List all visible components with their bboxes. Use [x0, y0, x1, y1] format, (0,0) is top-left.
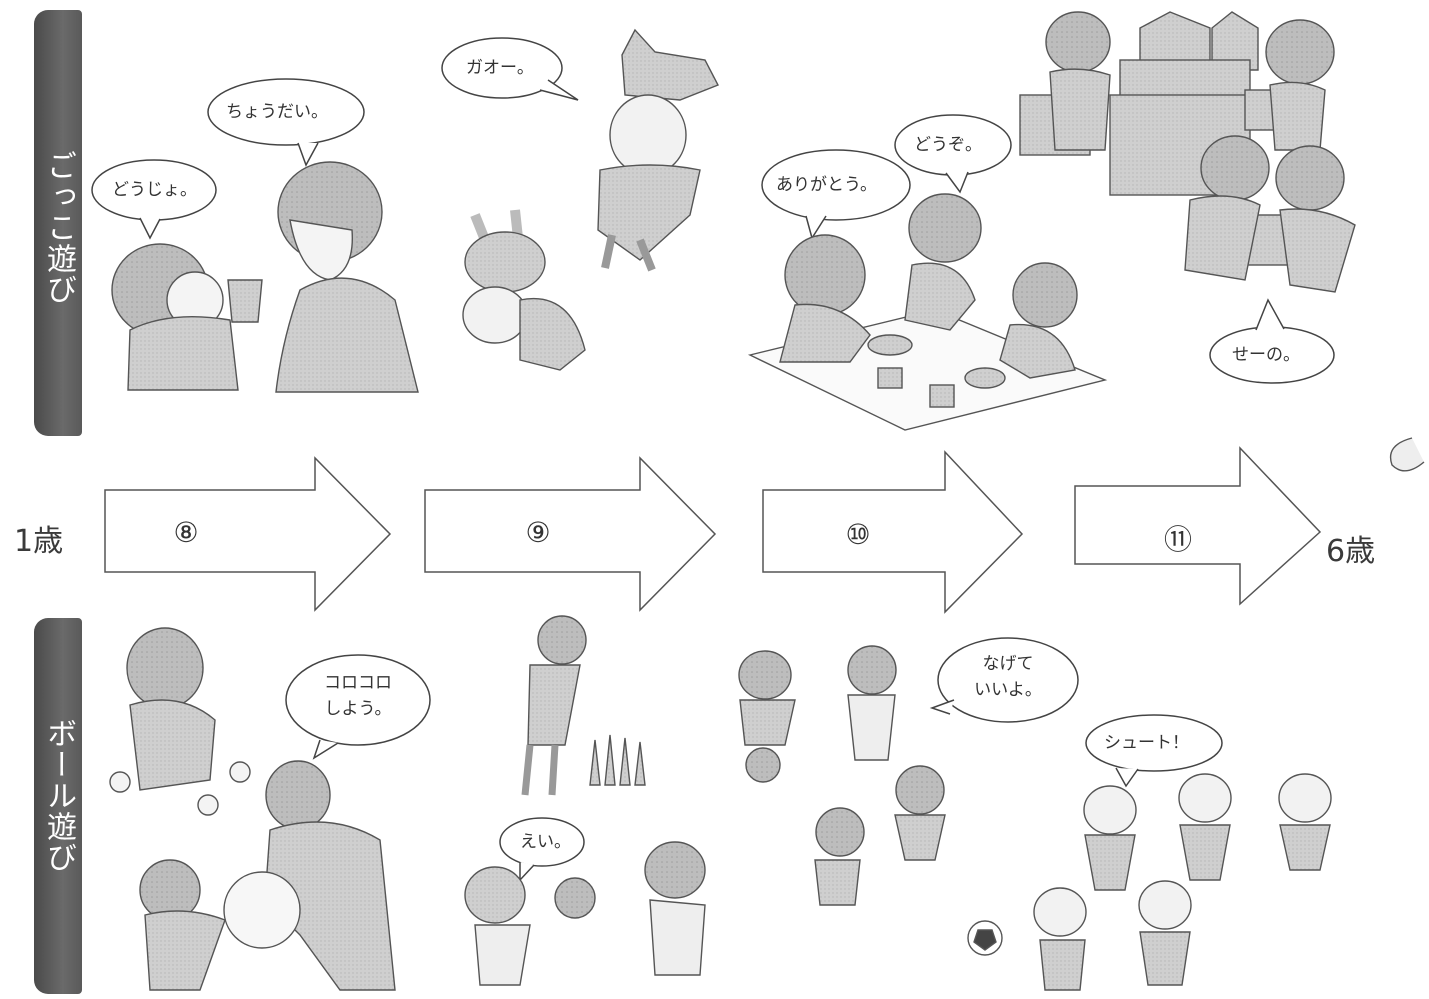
illustration-figures [109, 11, 1425, 991]
speech-nagete: なげて いいよ。 [968, 651, 1048, 703]
speech-korokoro-line2: しよう。 [324, 699, 392, 719]
speech-douzo: どうぞ。 [914, 135, 982, 155]
arrow-label-10: ⑩ [845, 518, 871, 551]
soccer-ball-icon [967, 920, 1003, 956]
teacher-figure [521, 615, 587, 796]
arrow-10 [762, 450, 1024, 614]
small-balls [109, 761, 251, 816]
speech-korokoro: コロコロ しよう。 [318, 670, 398, 722]
bunny-mask-child [462, 209, 586, 371]
arrow-label-11: ⑪ [1163, 523, 1192, 556]
ball-play-label: ボール遊び [41, 718, 76, 873]
arrow-11 [1074, 446, 1322, 606]
timeline-arrows [104, 446, 1322, 614]
bubble-choudai [207, 78, 365, 146]
toddler-figure [111, 243, 239, 391]
kids-tossing [738, 645, 946, 906]
arrow-9 [424, 456, 717, 612]
bubble-korokoro [285, 654, 431, 746]
adult-figure [275, 161, 419, 393]
bubble-gaoo [441, 37, 563, 99]
speech-bubbles [91, 37, 1335, 882]
cup-icon [227, 279, 263, 323]
speech-doujo: どうじょ。 [112, 180, 197, 200]
speech-nagete-line1: なげて [982, 654, 1034, 674]
girl-left [779, 234, 871, 363]
wolf-mask-child [597, 28, 719, 272]
bubble-doujo [91, 159, 217, 221]
toddler-reaching [139, 859, 226, 991]
bowling-pins [589, 734, 646, 786]
bubble-shuuto [1085, 714, 1223, 772]
soccer-kids [1033, 773, 1332, 991]
bubble-arigatou [761, 149, 911, 221]
ball-play-band: ボール遊び [34, 618, 82, 994]
speech-choudai: ちょうだい。 [226, 102, 328, 122]
adult-with-ball [223, 760, 396, 991]
block-kids [1045, 11, 1356, 293]
speech-ei: えい。 [520, 832, 571, 852]
crawling-baby [126, 627, 216, 791]
arrow-label-8: ⑧ [173, 516, 199, 549]
toy-cups [867, 334, 1006, 408]
bubble-nagete [937, 637, 1079, 723]
speech-gaoo: ガオー。 [466, 58, 534, 78]
speech-shuuto: シュート！ [1104, 733, 1189, 753]
speech-arigatou: ありがとう。 [776, 175, 877, 195]
arrow-label-9: ⑨ [525, 516, 551, 549]
bubble-seeno [1209, 326, 1335, 384]
boy-center [904, 193, 982, 331]
speech-seeno: せーの。 [1232, 345, 1300, 365]
pretend-play-label: ごっこ遊び [41, 150, 76, 305]
pretend-play-band: ごっこ遊び [34, 10, 82, 436]
age-start-label: 1歳 [14, 524, 64, 559]
speech-nagete-line2: いいよ。 [974, 680, 1042, 700]
speech-korokoro-line1: コロコロ [324, 673, 392, 693]
bubble-douzo [894, 114, 1012, 176]
girl-right [999, 262, 1078, 379]
two-kids-throwing [464, 841, 706, 986]
arrow-8 [104, 456, 392, 612]
swirl-mark [1389, 437, 1425, 472]
age-end-label: 6歳 [1326, 534, 1376, 569]
